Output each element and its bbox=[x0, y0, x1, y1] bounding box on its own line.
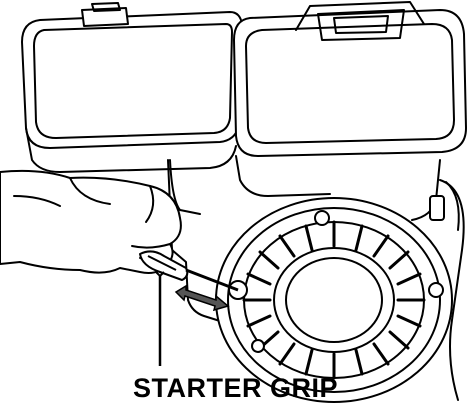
starter-grip-label: STARTER GRIP bbox=[132, 373, 338, 403]
fuel-tank bbox=[233, 1, 467, 157]
screwdriver-icon bbox=[139, 250, 239, 292]
cable bbox=[429, 179, 465, 401]
leader-line bbox=[155, 271, 165, 366]
double-arrow-icon bbox=[174, 284, 230, 312]
filler-cap bbox=[81, 2, 129, 27]
air-cleaner-cover bbox=[21, 11, 243, 173]
recoil-starter bbox=[215, 197, 453, 403]
